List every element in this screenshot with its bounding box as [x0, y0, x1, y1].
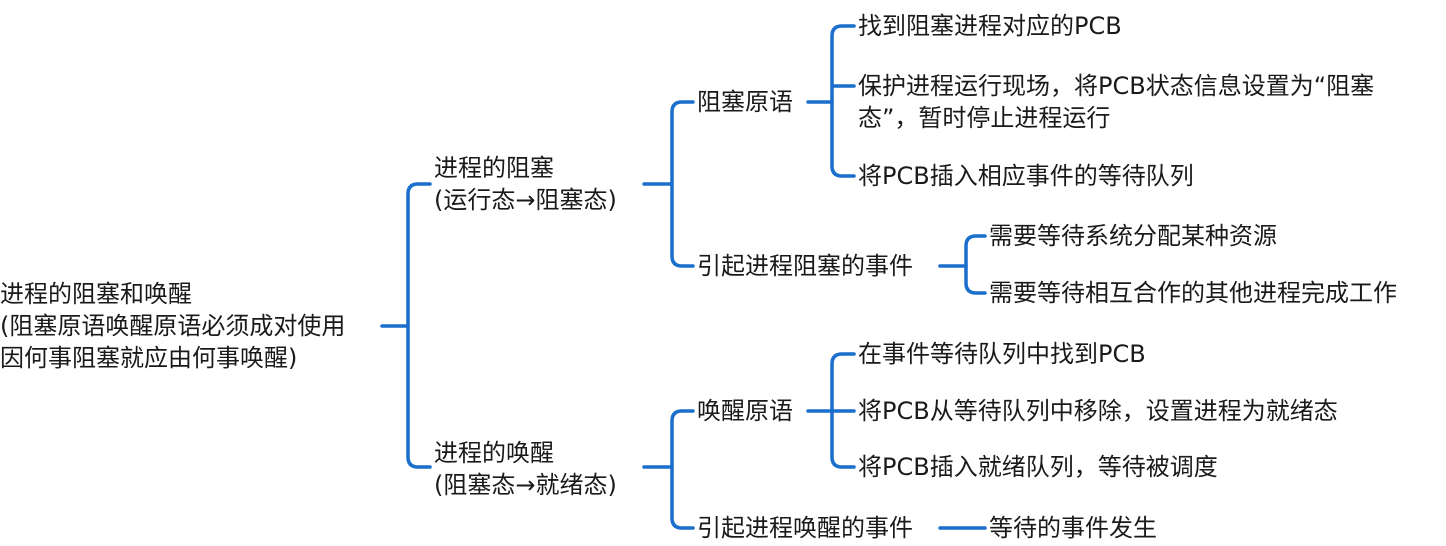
wake-event-item-1: 等待的事件发生: [989, 514, 1157, 542]
wake-step-3: 将PCB插入就绪队列，等待被调度: [858, 453, 1218, 481]
blocking-title: 进程的阻塞: [434, 154, 554, 182]
block-step-3: 将PCB插入相应事件的等待队列: [858, 162, 1194, 190]
root-note-line2: 因何事阻塞就应由何事唤醒): [0, 344, 298, 372]
block-step-1: 找到阻塞进程对应的PCB: [858, 12, 1122, 40]
wakeup-subtitle: (阻塞态→就绪态): [434, 471, 617, 499]
block-step-2: 保护进程运行现场，将PCB状态信息设置为“阻塞 态”，暂时停止进程运行: [858, 72, 1375, 132]
root-title: 进程的阻塞和唤醒: [0, 280, 192, 308]
wake-step-1: 在事件等待队列中找到PCB: [858, 340, 1146, 368]
wakeup-title: 进程的唤醒: [434, 439, 554, 467]
bracket-wakeup: [670, 409, 695, 530]
wake-primitive-node: 唤醒原语: [697, 395, 793, 427]
wakeup-node: 进程的唤醒 (阻塞态→就绪态): [434, 437, 617, 501]
bracket-block-primitive: [830, 24, 856, 178]
wake-events-node: 引起进程唤醒的事件: [697, 512, 913, 544]
bracket-blocking: [670, 100, 695, 268]
wake-events-label: 引起进程唤醒的事件: [697, 514, 913, 542]
block-primitive-label: 阻塞原语: [697, 88, 793, 116]
block-event-item-1: 需要等待系统分配某种资源: [989, 222, 1277, 250]
bracket-wake-primitive: [830, 352, 856, 469]
bracket-level1: [406, 182, 432, 469]
block-primitive-node: 阻塞原语: [697, 86, 793, 118]
blocking-subtitle: (运行态→阻塞态): [434, 186, 617, 214]
block-events-node: 引起进程阻塞的事件: [697, 250, 913, 282]
root-note-line1: (阻塞原语唤醒原语必须成对使用: [0, 312, 346, 340]
wake-step-2: 将PCB从等待队列中移除，设置进程为就绪态: [858, 397, 1338, 425]
bracket-block-events: [964, 234, 987, 295]
wake-primitive-label: 唤醒原语: [697, 397, 793, 425]
block-event-item-2: 需要等待相互合作的其他进程完成工作: [989, 279, 1397, 307]
root-node: 进程的阻塞和唤醒 (阻塞原语唤醒原语必须成对使用 因何事阻塞就应由何事唤醒): [0, 278, 345, 374]
block-events-label: 引起进程阻塞的事件: [697, 252, 913, 280]
blocking-node: 进程的阻塞 (运行态→阻塞态): [434, 152, 617, 216]
